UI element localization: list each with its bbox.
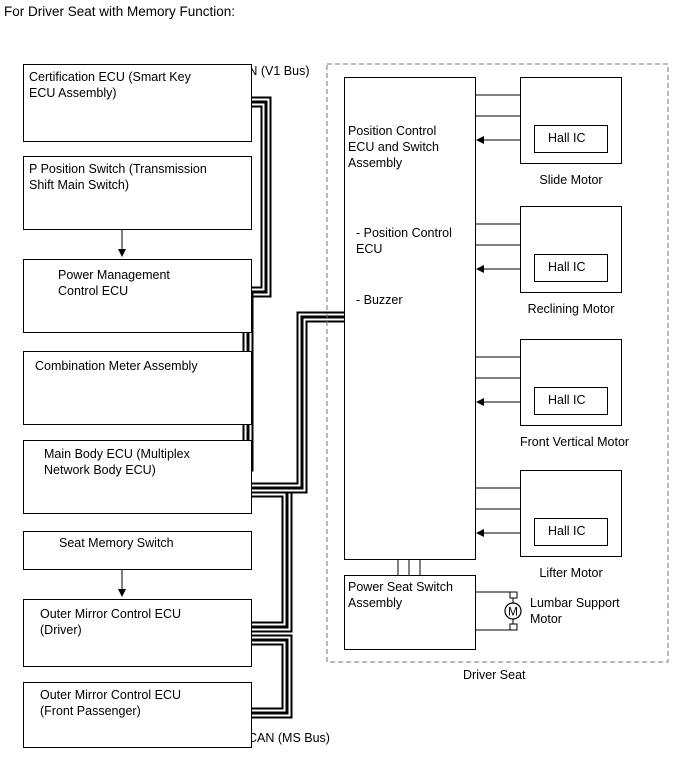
motor-name-label: Front Vertical Motor [520, 435, 630, 449]
svg-text:M: M [508, 605, 518, 619]
driver-seat-label: Driver Seat [463, 668, 526, 682]
hall-ic-box: Hall IC [534, 387, 608, 415]
can-ms-mirror-driver-passenger [227, 634, 293, 719]
outer-mirror-passenger-box: Outer Mirror Control ECU (Front Passenge… [23, 682, 252, 748]
hall-ic-label: Hall IC [548, 393, 586, 407]
hall-ic-box: Hall IC [534, 518, 608, 546]
main-body-ecu-label: Main Body ECU (Multiplex Network Body EC… [44, 447, 190, 477]
position-control-ecu-box: Position Control ECU and Switch Assembly… [344, 77, 476, 560]
lumbar-support-motor-icon: M [474, 591, 522, 631]
buzzer-label: - Buzzer [356, 293, 403, 307]
power-management-ecu-label: Power Management Control ECU [58, 268, 170, 298]
position-control-ecu-title: Position Control ECU and Switch Assembly [348, 124, 440, 170]
seat-memory-switch-box: Seat Memory Switch [23, 531, 252, 570]
outer-mirror-passenger-label: Outer Mirror Control ECU (Front Passenge… [40, 688, 181, 718]
motor-name-label: Reclining Motor [527, 302, 615, 316]
motor-name-label: Lifter Motor [539, 566, 603, 580]
motor-name-label: Slide Motor [539, 173, 603, 187]
p-position-switch-box: P Position Switch (Transmission Shift Ma… [23, 156, 252, 230]
power-seat-switch-box: Power Seat Switch Assembly [344, 575, 476, 650]
driver-seat-boundary [326, 63, 669, 663]
main-body-ecu-box: Main Body ECU (Multiplex Network Body EC… [23, 440, 252, 514]
hall-ic-box: Hall IC [534, 125, 608, 153]
hall-ic-label: Hall IC [548, 260, 586, 274]
outer-mirror-driver-box: Outer Mirror Control ECU (Driver) [23, 599, 252, 667]
certification-ecu-box: Certification ECU (Smart Key ECU Assembl… [23, 64, 252, 142]
can-ms-body-to-seat-ecu [230, 311, 344, 494]
hall-ic-label: Hall IC [548, 524, 586, 538]
power-management-ecu-box: Power Management Control ECU [23, 259, 252, 333]
lumbar-support-motor-label: Lumbar Support Motor [530, 596, 620, 626]
hall-ic-box: Hall IC [534, 254, 608, 282]
outer-mirror-driver-label: Outer Mirror Control ECU (Driver) [40, 607, 181, 637]
seat-memory-switch-label: Seat Memory Switch [59, 536, 174, 550]
p-position-switch-label: P Position Switch (Transmission Shift Ma… [29, 162, 207, 192]
diagram-title: For Driver Seat with Memory Function: [4, 4, 236, 19]
combination-meter-box: Combination Meter Assembly [23, 351, 252, 425]
certification-ecu-label: Certification ECU (Smart Key ECU Assembl… [29, 70, 191, 100]
combination-meter-label: Combination Meter Assembly [35, 359, 198, 373]
position-control-ecu-sub: - Position Control ECU [356, 226, 452, 256]
can-ms-bus-label: CAN (MS Bus) [248, 731, 330, 745]
hall-ic-label: Hall IC [548, 131, 586, 145]
power-seat-switch-label: Power Seat Switch Assembly [348, 580, 453, 610]
